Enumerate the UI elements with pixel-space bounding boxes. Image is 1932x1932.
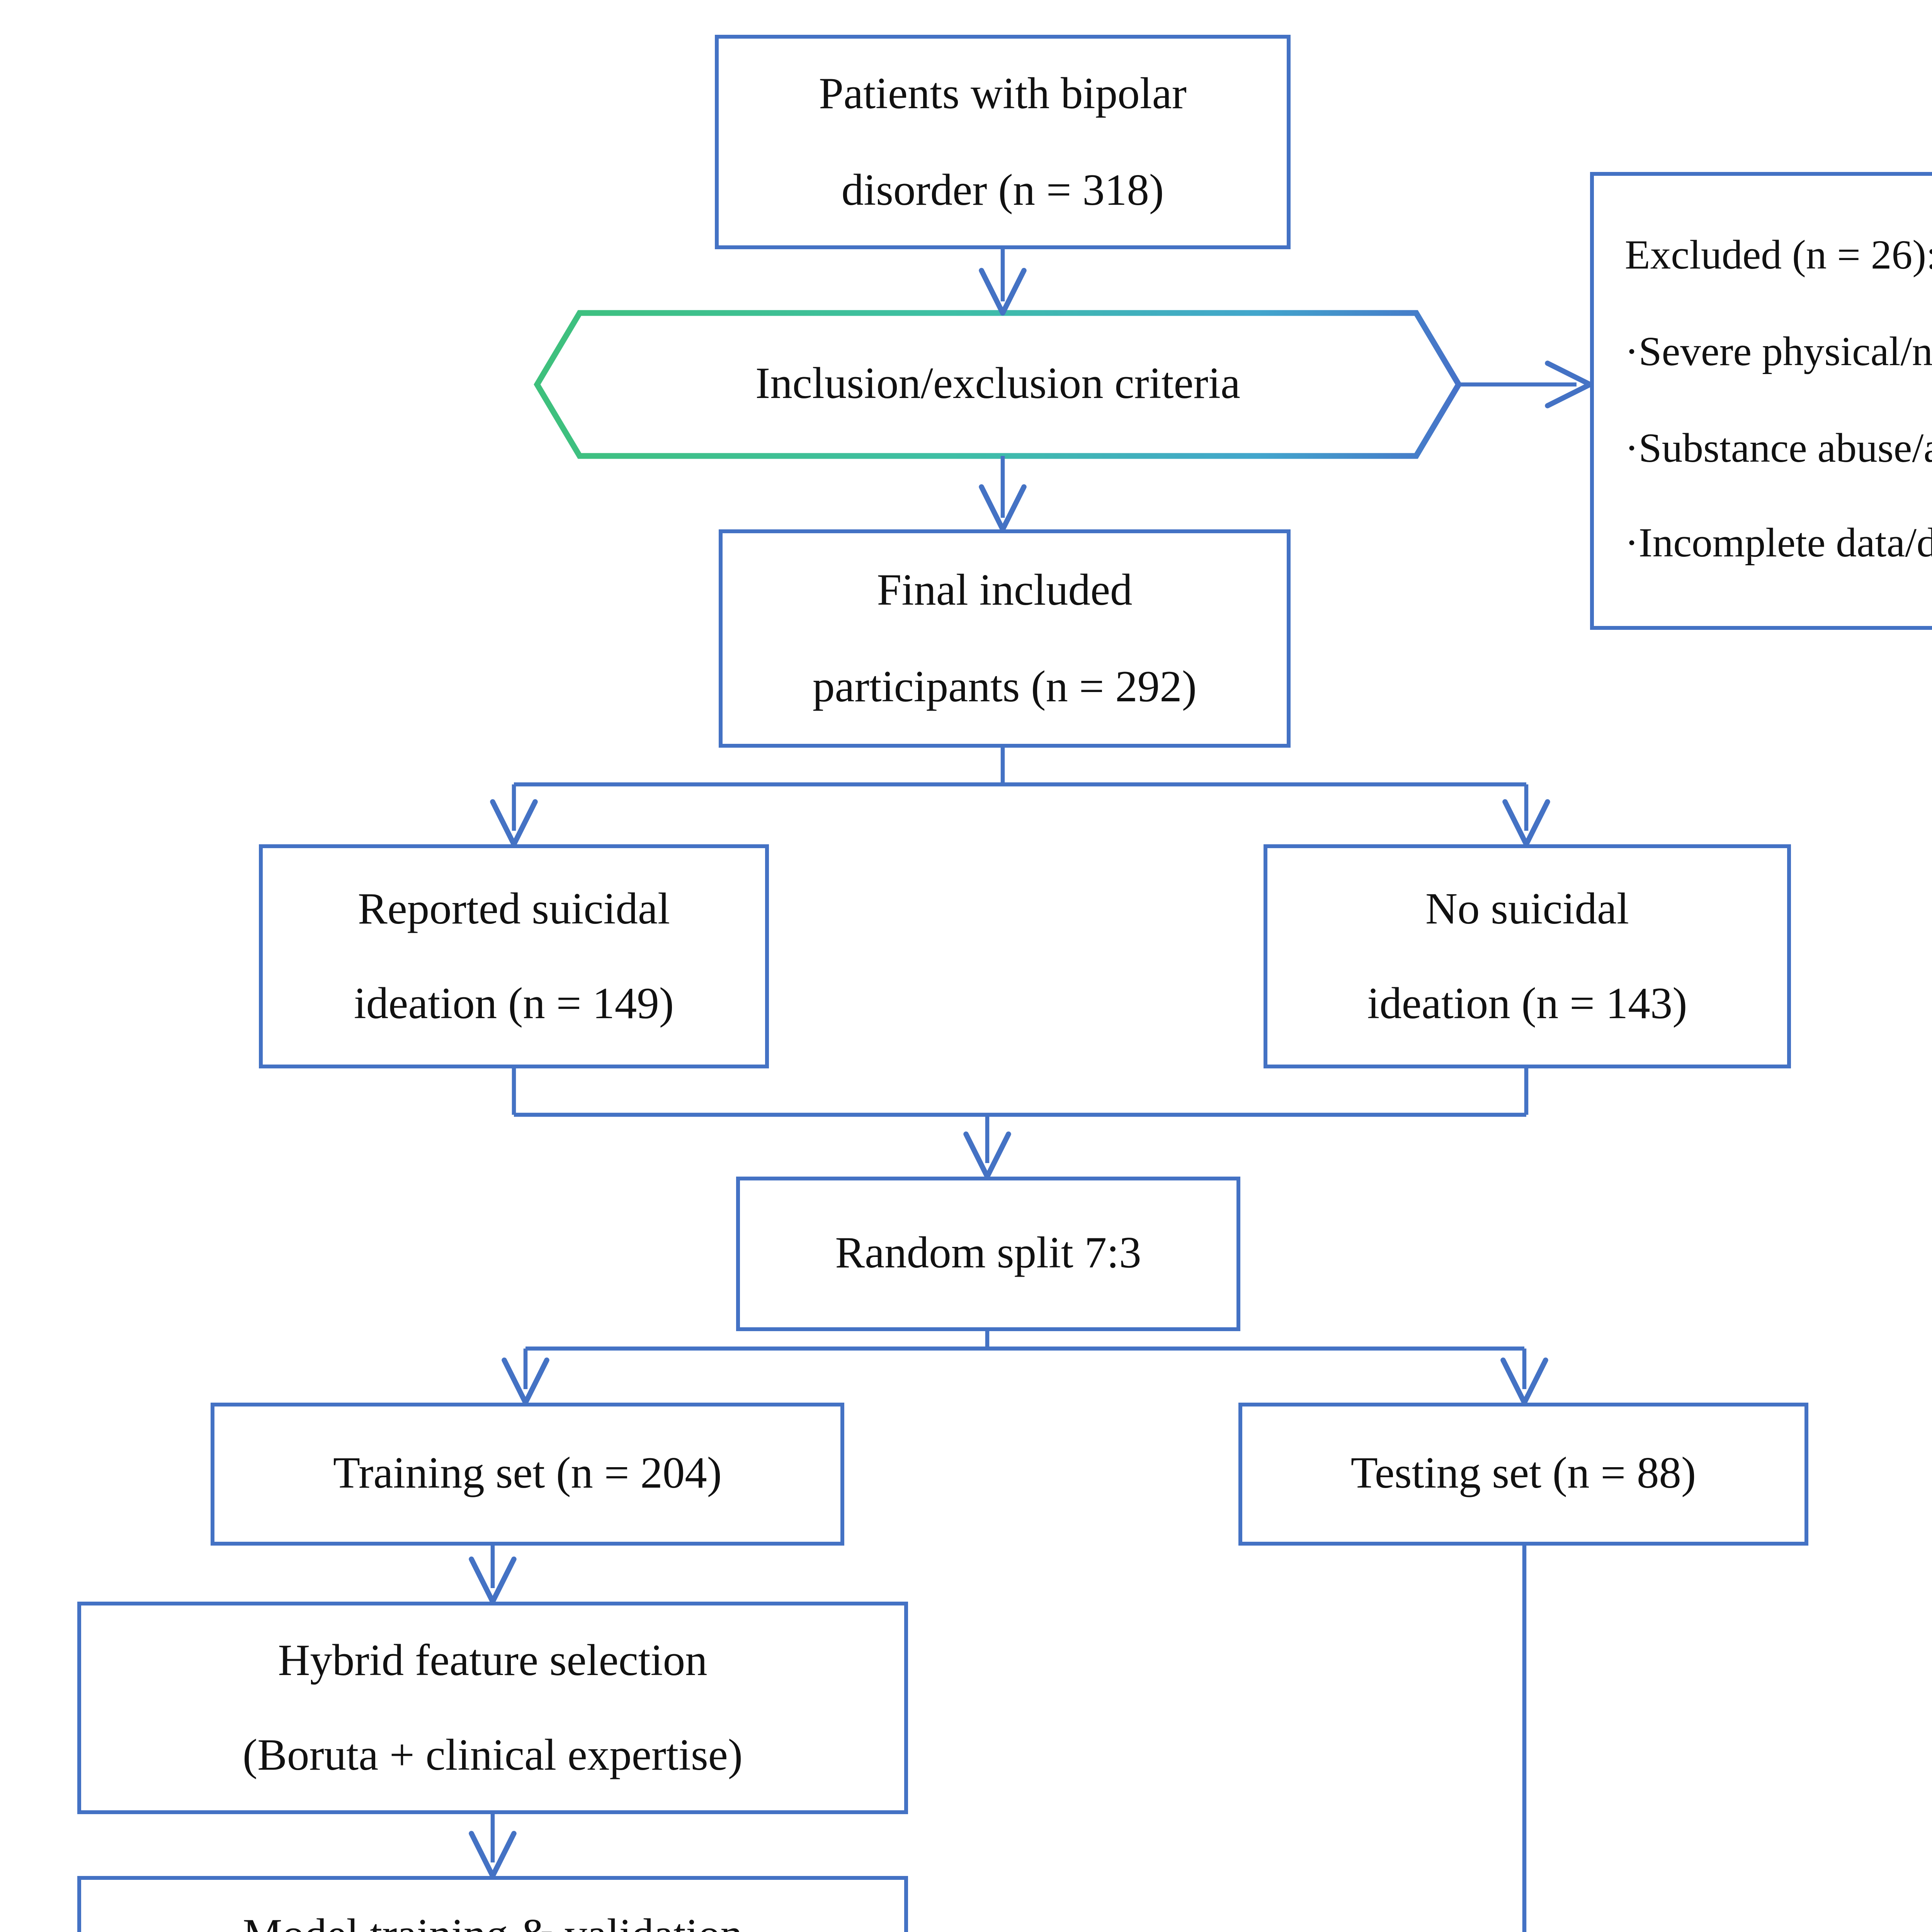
node-label: No suicidal [1425, 884, 1629, 932]
node-hybrid-feature-selection: Hybrid feature selection (Boruta + clini… [77, 1602, 908, 1814]
excluded-title: Excluded (n = 26): [1625, 231, 1932, 278]
node-label: Patients with bipolar [819, 70, 1187, 118]
node-label: Random split 7:3 [835, 1229, 1141, 1278]
node-testing-set: Testing set (n = 88) [1238, 1403, 1808, 1546]
node-label: Training set (n = 204) [333, 1449, 722, 1498]
node-label: Final included [877, 566, 1133, 615]
node-label: Testing set (n = 88) [1350, 1449, 1696, 1498]
node-label: disorder (n = 318) [841, 165, 1164, 214]
node-reported-suicidal-ideation: Reported suicidal ideation (n = 149) [259, 844, 769, 1068]
arrow-down-icon [979, 268, 1027, 316]
node-final-included-participants: Final included participants (n = 292) [719, 529, 1291, 748]
criteria-hexagon [534, 310, 1462, 459]
node-label: Model training & validation [243, 1887, 743, 1932]
excluded-item: ·Severe physical/neurological disorder (… [1625, 328, 1932, 374]
node-label: Hybrid feature selection [278, 1635, 707, 1684]
node-patients-with-bipolar: Patients with bipolar disorder (n = 318) [715, 35, 1291, 249]
node-label: (Boruta + clinical expertise) [242, 1731, 743, 1779]
node-training-set: Training set (n = 204) [211, 1403, 844, 1546]
node-label: Reported suicidal [357, 884, 670, 932]
excluded-item: ·Substance abuse/active psychosis (n = 7… [1625, 424, 1932, 471]
excluded-item: ·Incomplete data/declined participation … [1625, 520, 1932, 567]
node-label: ideation (n = 149) [354, 980, 674, 1028]
node-label: Inclusion/exclusion criteria [755, 359, 1240, 408]
node-no-suicidal-ideation: No suicidal ideation (n = 143) [1264, 844, 1791, 1068]
node-model-training-validation: Model training & validation (9 machine l… [77, 1876, 908, 1932]
node-label: participants (n = 292) [812, 662, 1197, 710]
node-random-split: Random split 7:3 [736, 1177, 1240, 1331]
node-excluded: Excluded (n = 26): ·Severe physical/neur… [1590, 172, 1932, 630]
node-label: ideation (n = 143) [1367, 980, 1687, 1028]
connector-lines [490, 249, 1577, 1932]
node-inclusion-exclusion-criteria: Inclusion/exclusion criteria [537, 313, 1459, 456]
